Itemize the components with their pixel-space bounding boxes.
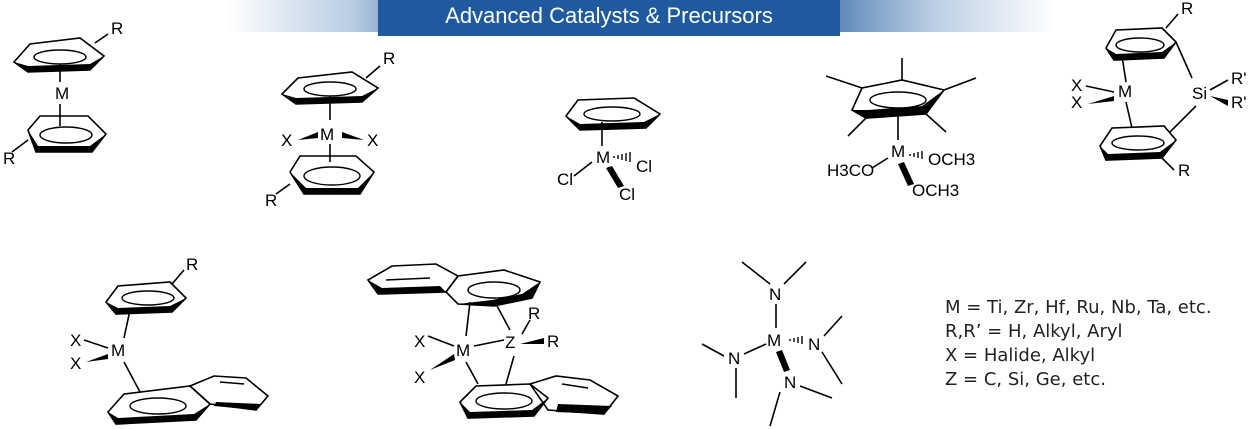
legend: M = Ti, Zr, Hf, Ru, Nb, Ta, etc. R,R’ = … xyxy=(945,296,1255,392)
atom-n: N xyxy=(784,373,796,392)
atom-cl: Cl xyxy=(557,170,573,189)
atom-r-prime: R' xyxy=(1231,69,1247,88)
atom-cl: Cl xyxy=(636,157,652,176)
atom-x: X xyxy=(281,131,292,150)
atom-r: R xyxy=(1181,0,1193,18)
atom-metal: M xyxy=(891,142,905,161)
atom-metal: M xyxy=(1118,82,1132,101)
structure-cp-indenyl: R M X X xyxy=(70,255,270,425)
structure-cp-trichloride: M Cl Cl Cl xyxy=(557,97,662,204)
atom-x: X xyxy=(70,354,81,373)
legend-line-r: R,R’ = H, Alkyl, Aryl xyxy=(945,321,1123,342)
structure-bent-metallocene: R M X X R xyxy=(265,49,395,210)
atom-x: X xyxy=(70,331,81,350)
atom-metal: M xyxy=(111,341,125,360)
atom-n: N xyxy=(728,349,740,368)
atom-och3: OCH3 xyxy=(912,181,959,200)
atom-r: R xyxy=(111,19,123,38)
page-title: Advanced Catalysts & Precursors xyxy=(378,0,840,36)
atom-h3co: H3CO xyxy=(827,161,874,180)
atom-r: R xyxy=(186,255,198,274)
atom-si: Si xyxy=(1192,84,1207,103)
atom-metal: M xyxy=(456,341,470,360)
atom-x: X xyxy=(414,332,425,351)
atom-r: R xyxy=(3,149,15,168)
structure-metallocene: R M R xyxy=(3,19,123,168)
atom-n: N xyxy=(808,335,820,354)
atom-x: X xyxy=(414,368,425,387)
structure-ansa-bisindenyl: M X X Z R R xyxy=(366,263,620,419)
atom-r: R xyxy=(383,49,395,68)
atom-x: X xyxy=(1071,76,1082,95)
structure-tetrakis-amido: N M N N N xyxy=(701,261,843,427)
structure-cpstar-trimethoxide: M H3CO OCH3 OCH3 xyxy=(825,58,977,200)
structure-ansa-silyl: R M X X Si R' R' R xyxy=(1071,0,1247,180)
atom-z: Z xyxy=(505,333,515,352)
atom-r: R xyxy=(265,191,277,210)
atom-metal: M xyxy=(767,331,781,350)
atom-x: X xyxy=(1071,93,1082,112)
atom-x: X xyxy=(367,131,378,150)
atom-n: N xyxy=(769,285,781,304)
legend-line-z: Z = C, Si, Ge, etc. xyxy=(945,369,1106,390)
atom-och3: OCH3 xyxy=(928,150,975,169)
legend-line-x: X = Halide, Alkyl xyxy=(945,345,1096,366)
atom-r-prime: R' xyxy=(1231,93,1247,112)
atom-cl: Cl xyxy=(619,185,635,204)
atom-metal: M xyxy=(55,84,69,103)
atom-metal: M xyxy=(596,148,610,167)
atom-metal: M xyxy=(320,125,334,144)
legend-line-metal: M = Ti, Zr, Hf, Ru, Nb, Ta, etc. xyxy=(945,297,1212,318)
atom-r: R xyxy=(1178,161,1190,180)
atom-r: R xyxy=(528,304,540,323)
atom-r: R xyxy=(547,332,559,351)
